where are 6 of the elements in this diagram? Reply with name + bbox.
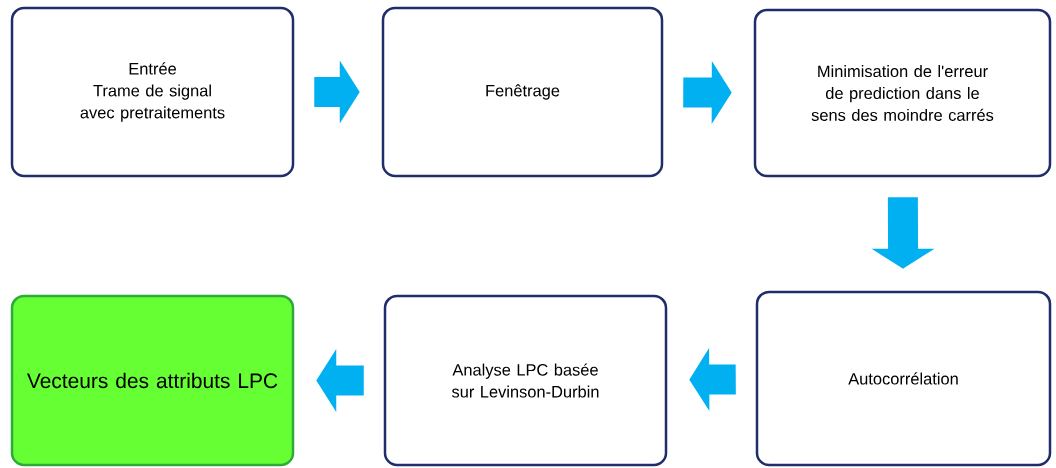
process-box: Fenêtrage [381, 6, 664, 178]
process-box: Entrée Trame de signal avec pretraitements [10, 6, 295, 178]
process-box: Autocorrélation [755, 290, 1052, 467]
result-box: Vecteurs des attributs LPC [10, 294, 295, 467]
process-box: Minimisation de l'erreur de prediction dans le sens des moindre carrés [753, 8, 1052, 178]
process-box: Analyse LPC basée sur Levinson-Durbin [383, 294, 668, 467]
